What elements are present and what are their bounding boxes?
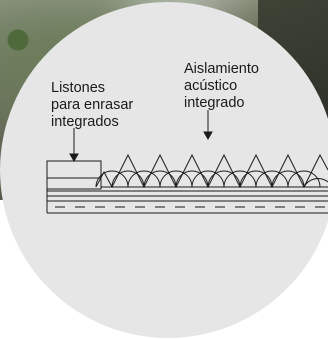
battens-label-line-1: Listones xyxy=(51,80,106,96)
battens-arrowhead xyxy=(69,153,79,163)
insulation-arrowhead xyxy=(203,131,213,141)
insulation-label-line-3: integrado xyxy=(184,95,245,111)
battens-label-line-3: integrados xyxy=(51,114,119,130)
batten-profile xyxy=(46,160,102,190)
insulation-wave-inner xyxy=(111,170,328,188)
battens-label: Listones para enrasar integrados xyxy=(51,80,133,131)
insulation-label-line-1: Aislamiento xyxy=(184,61,259,77)
battens-label-line-2: para enrasar xyxy=(51,97,134,113)
insulation-label-line-2: acústico xyxy=(184,78,238,94)
insulation-wave-top xyxy=(95,170,321,188)
insulation-label: Aislamiento acústico integrado xyxy=(184,61,259,112)
